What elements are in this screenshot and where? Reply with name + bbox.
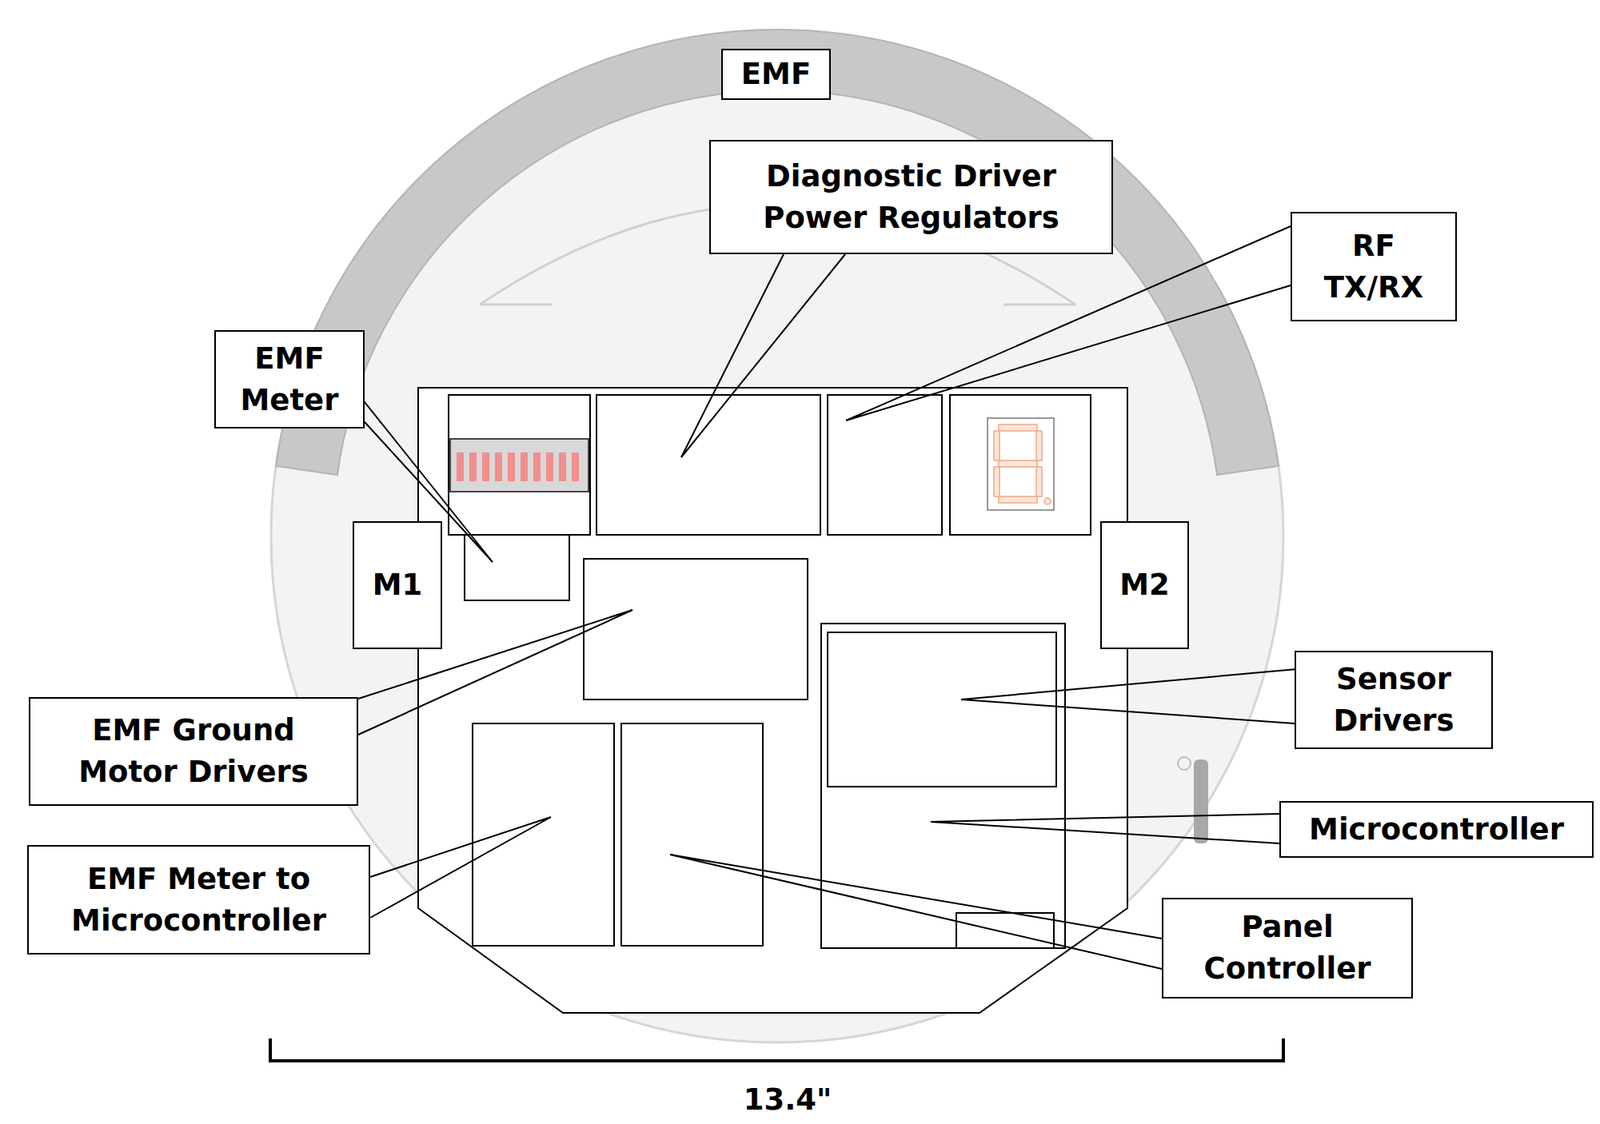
callout-box: EMF Meter <box>214 330 365 429</box>
box-label: EMF Ground Motor Drivers <box>57 710 330 794</box>
board-block <box>583 558 808 700</box>
box-label: EMF Meter to Microcontroller <box>39 858 360 942</box>
callout-box: EMF <box>721 48 831 100</box>
bar-segment <box>533 452 541 482</box>
bar-segment <box>558 452 567 482</box>
seven-segment-display <box>987 418 1054 511</box>
callout-box: Panel Controller <box>1161 897 1413 999</box>
segment <box>998 460 1038 467</box>
box-label: EMF <box>741 53 811 96</box>
bar-segment <box>482 452 490 482</box>
box-label: EMF Meter <box>221 338 358 422</box>
box-label: RF TX/RX <box>1309 225 1438 309</box>
segment <box>993 430 1000 461</box>
leader-line <box>961 668 1306 725</box>
bar-segment <box>520 452 528 482</box>
dimension-bracket <box>270 1038 1284 1062</box>
segment <box>993 466 1000 497</box>
board-block <box>949 395 1091 535</box>
callout-box: EMF Ground Motor Drivers <box>28 697 359 806</box>
decimal-point <box>1044 498 1051 505</box>
box-label: M2 <box>1119 564 1170 607</box>
bar-segment <box>507 452 515 482</box>
board-block <box>596 395 821 535</box>
callout-box: EMF Meter to Microcontroller <box>27 845 371 955</box>
board-block <box>827 632 1057 787</box>
bar-segment <box>456 452 464 482</box>
leader-lines <box>356 226 1306 970</box>
bar-segment <box>546 452 554 482</box>
box-label: Panel Controller <box>1171 906 1404 990</box>
callout-box: RF TX/RX <box>1290 211 1457 322</box>
segment <box>998 424 1038 431</box>
box-label: M1 <box>372 564 423 607</box>
callout-box: Microcontroller <box>1279 801 1594 858</box>
board-block <box>472 723 615 946</box>
leader-line <box>930 813 1280 844</box>
box-label: Diagnostic Driver Power Regulators <box>731 155 1092 240</box>
board-block <box>621 723 763 946</box>
bar-graph-segments <box>456 452 579 482</box>
board-block <box>464 534 570 601</box>
leader-line <box>845 226 1291 421</box>
motor-box: M2 <box>1100 521 1190 650</box>
motor-box: M1 <box>352 521 443 650</box>
box-label: Sensor Drivers <box>1301 658 1486 743</box>
bar-segment <box>469 452 477 482</box>
callout-box: Diagnostic Driver Power Regulators <box>709 139 1114 255</box>
bar-graph-display <box>450 438 589 492</box>
callout-box: Sensor Drivers <box>1294 650 1493 750</box>
board-block <box>448 395 591 535</box>
board-block <box>821 623 1066 949</box>
segment <box>998 496 1038 503</box>
segment <box>1036 430 1042 461</box>
dimension-label: 13.4" <box>740 1082 836 1118</box>
board-block <box>827 395 942 535</box>
robot-lid-edge <box>479 303 1076 307</box>
bar-segment <box>571 452 579 482</box>
leader-line <box>681 254 846 458</box>
box-label: Microcontroller <box>1308 809 1565 851</box>
robot-button <box>1193 759 1209 844</box>
leader-line <box>370 817 551 918</box>
seven-segment-digit <box>993 424 1051 505</box>
bar-segment <box>494 452 503 482</box>
leader-line <box>670 854 1162 970</box>
circuit-board-outline <box>418 387 1128 1014</box>
segment <box>1036 466 1042 497</box>
robot-power-icon <box>1177 757 1191 771</box>
